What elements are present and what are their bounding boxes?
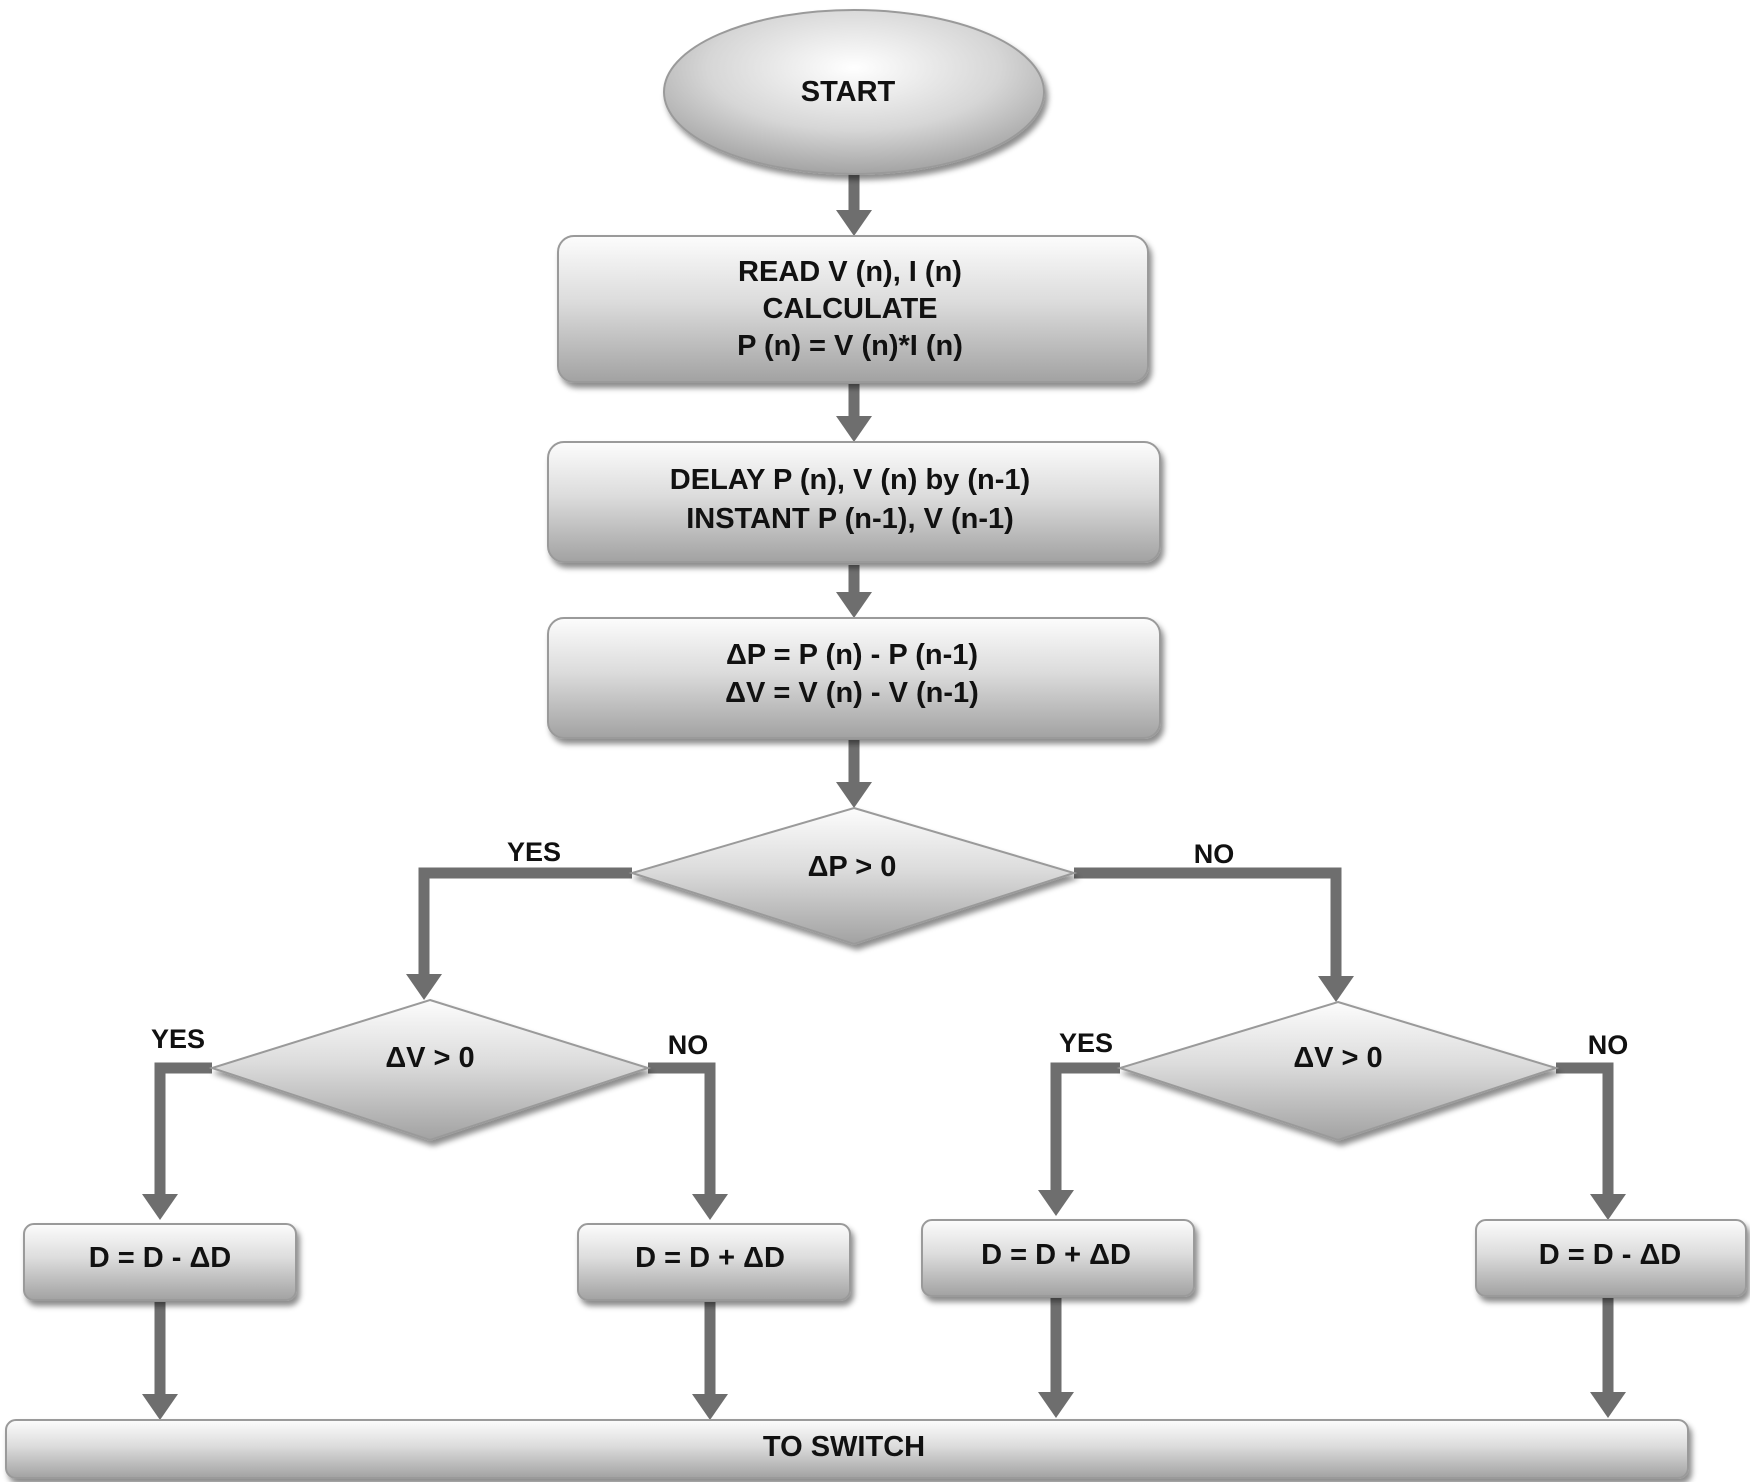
read-line-1: READ V (n), I (n)	[738, 256, 962, 288]
act1-label: D = D - ΔD	[89, 1242, 232, 1274]
connector-dvr-yes	[1050, 1062, 1120, 1192]
connector-dp-yes	[418, 867, 632, 976]
dv-right-label: ΔV > 0	[1293, 1042, 1382, 1074]
connector-dvl-yes	[154, 1062, 212, 1196]
action-decrease-left: D = D - ΔD	[23, 1223, 297, 1301]
delay-process: DELAY P (n), V (n) by (n-1) INSTANT P (n…	[547, 441, 1161, 563]
start-label: START	[801, 76, 896, 108]
dv-left-label: ΔV > 0	[385, 1042, 474, 1074]
act4-label: D = D - ΔD	[1539, 1239, 1682, 1271]
connector-dp-no	[1074, 867, 1342, 978]
dp-decision: ΔP > 0	[628, 806, 1078, 946]
arrowhead-icon	[692, 1394, 728, 1420]
branch-label-dvr-no: NO	[1588, 1030, 1629, 1060]
arrowhead-icon	[692, 1194, 728, 1220]
read-calculate-process: READ V (n), I (n) CALCULATE P (n) = V (n…	[557, 235, 1149, 383]
start-node: START	[663, 9, 1045, 175]
arrowhead-icon	[1590, 1392, 1626, 1418]
delay-line-2: INSTANT P (n-1), V (n-1)	[686, 503, 1014, 535]
arrowhead-icon	[836, 592, 872, 618]
dv-decision-right: ΔV > 0	[1116, 1000, 1560, 1142]
action-increase-left: D = D + ΔD	[577, 1223, 851, 1301]
delay-line-1: DELAY P (n), V (n) by (n-1)	[670, 464, 1030, 496]
to-switch-bar: TO SWITCH	[5, 1419, 1689, 1479]
dv-decision-left: ΔV > 0	[208, 998, 652, 1142]
dp-decision-label: ΔP > 0	[808, 851, 897, 883]
arrowhead-icon	[836, 416, 872, 442]
arrowhead-icon	[1318, 976, 1354, 1002]
branch-label-dvr-yes: YES	[1059, 1028, 1113, 1058]
branch-label-dp-no: NO	[1194, 839, 1235, 869]
arrowhead-icon	[1590, 1194, 1626, 1220]
act2-label: D = D + ΔD	[635, 1242, 785, 1274]
connectors	[142, 172, 1626, 1420]
arrowhead-icon	[142, 1194, 178, 1220]
connector-dvl-no	[648, 1062, 716, 1196]
action-increase-right: D = D + ΔD	[921, 1219, 1195, 1297]
delta-process: ΔP = P (n) - P (n-1) ΔV = V (n) - V (n-1…	[547, 617, 1161, 739]
delta-line-2: ΔV = V (n) - V (n-1)	[725, 677, 979, 709]
branch-label-dvl-no: NO	[668, 1030, 709, 1060]
arrowhead-icon	[836, 210, 872, 236]
arrowhead-icon	[142, 1394, 178, 1420]
act3-label: D = D + ΔD	[981, 1239, 1131, 1271]
arrowhead-icon	[1038, 1392, 1074, 1418]
read-line-3: P (n) = V (n)*I (n)	[737, 330, 963, 362]
arrowhead-icon	[1038, 1190, 1074, 1216]
branch-label-dvl-yes: YES	[151, 1024, 205, 1054]
read-line-2: CALCULATE	[762, 293, 937, 325]
action-decrease-right: D = D - ΔD	[1475, 1219, 1747, 1297]
connector-dvr-no	[1556, 1062, 1614, 1196]
to-switch-label: TO SWITCH	[763, 1431, 925, 1463]
arrowhead-icon	[406, 974, 442, 1000]
delta-line-1: ΔP = P (n) - P (n-1)	[726, 639, 978, 671]
arrowhead-icon	[836, 782, 872, 808]
branch-label-dp-yes: YES	[507, 837, 561, 867]
